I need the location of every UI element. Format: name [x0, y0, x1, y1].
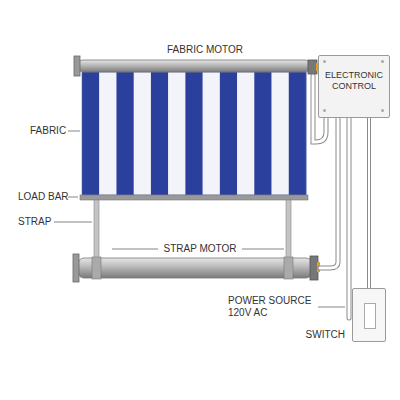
strap-spool: [92, 257, 101, 279]
fabric-stripe: [220, 72, 238, 195]
screw: [323, 60, 326, 63]
strap: [94, 200, 99, 258]
leader-lines: [54, 131, 345, 307]
fabric-stripe: [203, 72, 221, 195]
wire: [320, 118, 338, 268]
wall-switch: SWITCH: [352, 288, 386, 342]
load-bar: [80, 195, 308, 200]
screw: [381, 60, 384, 63]
switch-rocker: [364, 303, 376, 329]
fabric-stripe: [151, 72, 169, 195]
fabric: [82, 72, 306, 195]
control-box: ELECTRONIC CONTROL: [318, 55, 390, 118]
switch-label: SWITCH: [306, 329, 345, 340]
box-label: ELECTRONIC CONTROL: [325, 70, 383, 92]
fabric-outline: [82, 72, 306, 195]
fabric-stripe: [82, 72, 100, 195]
fabric-stripe: [134, 72, 152, 195]
part-label: LOAD BAR: [18, 191, 69, 203]
fabric-stripe: [99, 72, 117, 195]
leader-line: [68, 131, 80, 132]
strap: [286, 200, 291, 258]
wire: [320, 118, 338, 268]
strap-motor-tube: [78, 258, 312, 278]
part-label: STRAP MOTOR: [164, 243, 237, 255]
wire-core: [368, 118, 370, 288]
leader-line: [112, 249, 158, 250]
power-wire: [348, 118, 351, 318]
part-label: FABRIC MOTOR: [167, 44, 243, 56]
part-label: STRAP: [18, 216, 51, 228]
part-label: FABRIC: [30, 125, 66, 137]
fabric-motor: [308, 60, 317, 74]
screw: [323, 109, 326, 112]
leader-line: [318, 307, 345, 308]
roller-bracket: [74, 56, 80, 76]
leader-line: [68, 197, 78, 198]
wire-connector: [367, 118, 371, 288]
fabric-roller: [78, 60, 310, 72]
leader-line: [54, 222, 92, 223]
fabric-stripe: [254, 72, 272, 195]
fabric-stripe: [272, 72, 290, 195]
fabric-stripe: [168, 72, 186, 195]
strap-spool: [284, 257, 293, 279]
fabric-stripe: [185, 72, 203, 195]
fabric-stripe: [237, 72, 255, 195]
tube-bracket: [73, 254, 79, 282]
strap-motor: [310, 256, 318, 280]
leader-line: [242, 249, 284, 250]
power-wire: [347, 118, 352, 318]
fabric-stripe: [289, 72, 307, 195]
part-label: POWER SOURCE 120V AC: [228, 295, 318, 319]
fabric-stripe: [116, 72, 134, 195]
screw: [381, 109, 384, 112]
